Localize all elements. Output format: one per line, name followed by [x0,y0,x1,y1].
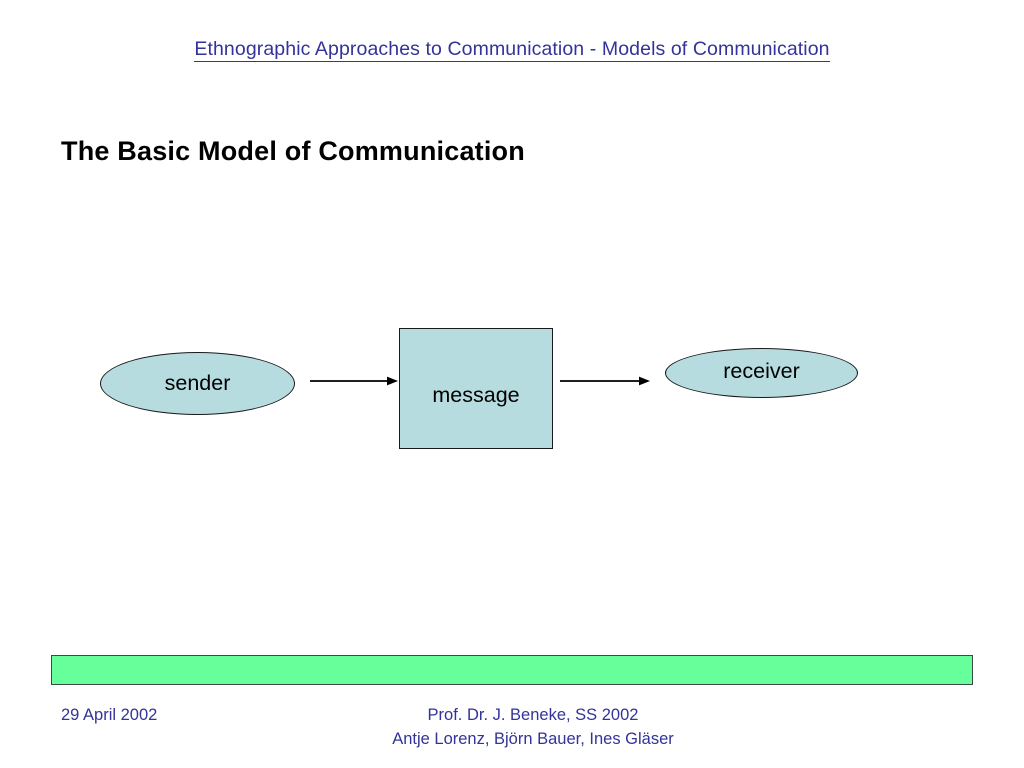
diagram-arrow-message-to-receiver [560,375,650,387]
diagram-node-sender: sender [100,352,295,415]
diagram-node-receiver-label: receiver [723,359,800,384]
diagram-node-sender-label: sender [164,370,231,395]
footer-authors: Antje Lorenz, Björn Bauer, Ines Gläser [392,729,674,748]
footer-credits: Prof. Dr. J. Beneke, SS 2002 Antje Loren… [21,704,1024,752]
slide-header-text: Ethnographic Approaches to Communication… [194,38,830,63]
slide-footer: 29 April 2002 Prof. Dr. J. Beneke, SS 20… [0,704,1024,768]
diagram-node-message: message [399,328,553,449]
communication-model-diagram: sender message receiver [0,300,1024,480]
footer-date: 29 April 2002 [61,706,158,724]
footer-lecturer: Prof. Dr. J. Beneke, SS 2002 [427,706,639,724]
diagram-node-receiver: receiver [665,348,858,398]
diagram-arrow-sender-to-message [310,375,398,387]
slide-header: Ethnographic Approaches to Communication… [0,38,1024,63]
diagram-node-message-label: message [432,382,520,407]
page-title: The Basic Model of Communication [61,136,525,166]
footer-accent-bar [51,655,973,685]
